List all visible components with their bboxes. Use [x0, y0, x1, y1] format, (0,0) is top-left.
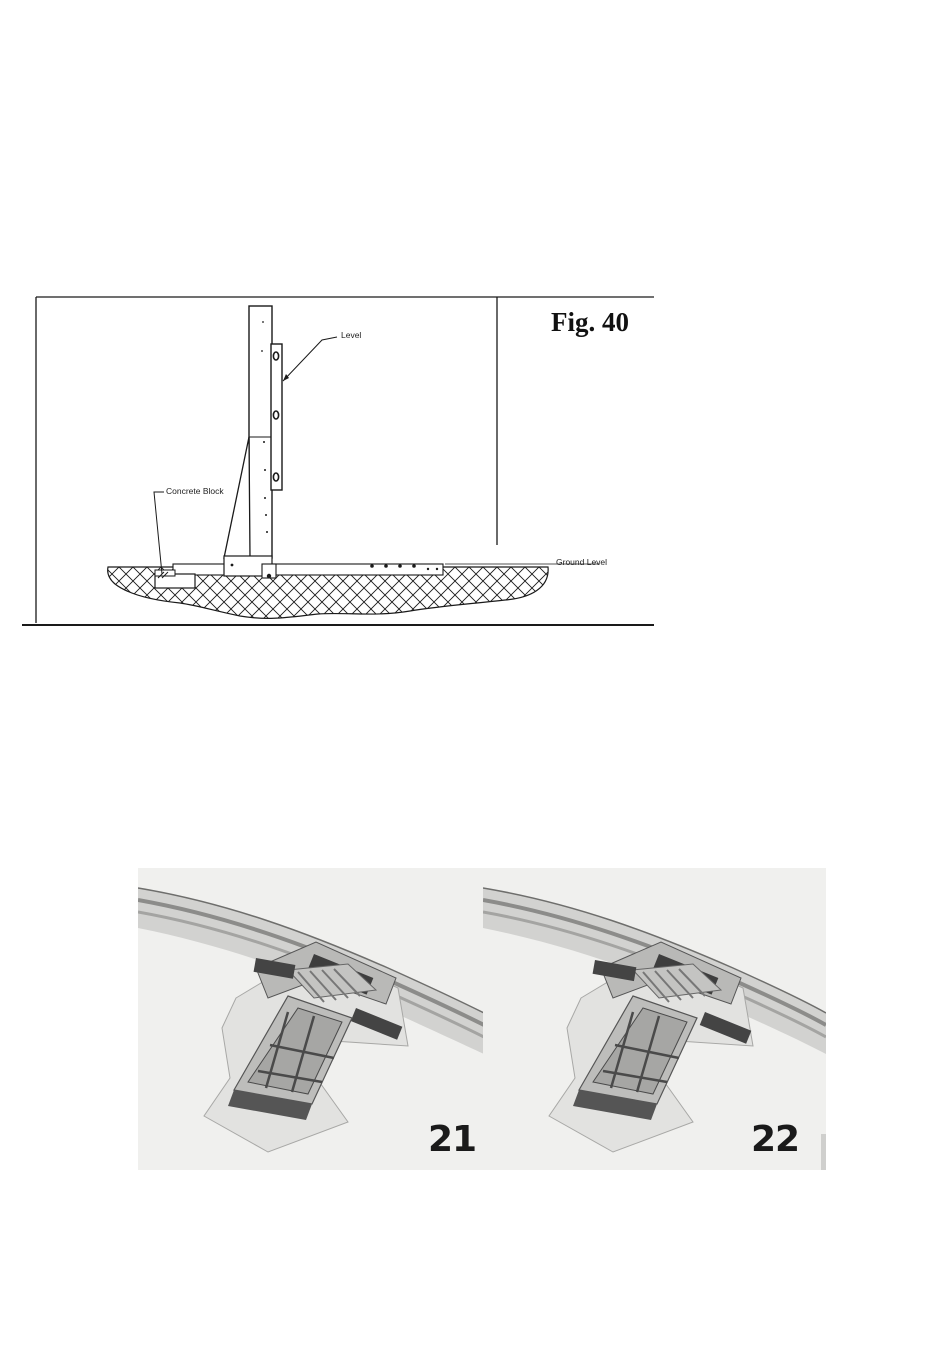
fig-40-diagram: Fig. 40 Level Concrete Block G — [0, 0, 950, 650]
photo-panel-21: 21 — [138, 868, 484, 1170]
level-leader-line — [283, 337, 337, 381]
label-level: Level — [341, 330, 361, 340]
photo-panel-22: 22 — [483, 868, 826, 1170]
concrete-block-leader-line — [154, 492, 164, 574]
figure-title: Fig. 40 — [551, 307, 629, 337]
base-rail — [173, 564, 443, 575]
label-concrete-block: Concrete Block — [166, 486, 224, 496]
photo-number-21: 21 — [428, 1122, 476, 1158]
upright-post — [249, 306, 272, 558]
angled-brace — [224, 437, 250, 558]
photo-number-22: 22 — [751, 1122, 799, 1158]
label-ground-level: Ground Level — [556, 557, 607, 567]
